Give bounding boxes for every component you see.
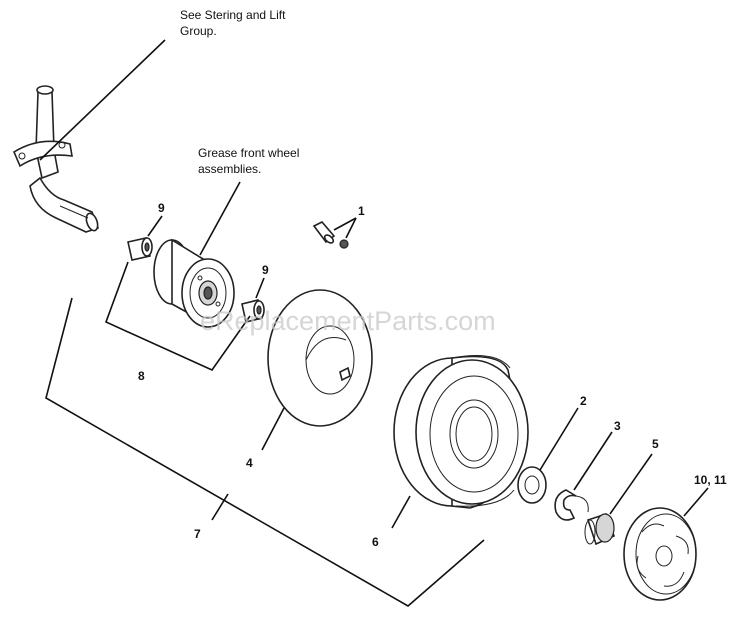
steering-ref-note-line2: Group. [180, 24, 217, 38]
grease-note-line2: assemblies. [198, 162, 261, 176]
wheel-rim [153, 238, 235, 328]
leader-5 [609, 453, 653, 515]
inner-tube [261, 289, 373, 451]
leader-10-11 [683, 487, 709, 517]
callout-3: 3 [614, 419, 621, 433]
steering-leader-line [39, 39, 166, 161]
leader-2 [539, 407, 579, 471]
bearing-left [127, 237, 153, 261]
steering-spindle [12, 39, 166, 233]
steering-ref-note-line1: See Stering and Lift [180, 8, 286, 22]
dust-cap [584, 453, 653, 546]
callout-10-11: 10, 11 [694, 473, 727, 487]
bearing-right [241, 299, 265, 323]
leader-9a [147, 215, 163, 237]
bracket-8 [104, 261, 251, 372]
leader-4 [261, 407, 285, 451]
callout-4: 4 [246, 456, 253, 470]
callout-5: 5 [652, 437, 659, 451]
washer [517, 407, 579, 504]
leader-6 [391, 495, 411, 529]
callout-9a: 9 [158, 201, 165, 215]
valve-stem [312, 217, 357, 249]
retaining-clip [554, 431, 613, 521]
leader-7 [211, 493, 229, 521]
hub-cap [623, 487, 709, 601]
bracket-7 [45, 297, 485, 607]
callout-7: 7 [194, 527, 201, 541]
callout-9b: 9 [262, 263, 269, 277]
grease-note-line1: Grease front wheel [198, 146, 299, 160]
grease-leader-line [199, 181, 241, 256]
callout-2: 2 [580, 394, 587, 408]
leader-1a [333, 217, 357, 231]
leader-3 [573, 431, 613, 491]
callout-8: 8 [138, 369, 145, 383]
watermark: eReplacementParts.com [200, 306, 496, 336]
leader-9b [255, 277, 265, 299]
leader-1b [345, 217, 357, 239]
callout-6: 6 [372, 535, 379, 549]
callout-1: 1 [358, 204, 365, 218]
tire [391, 355, 529, 529]
